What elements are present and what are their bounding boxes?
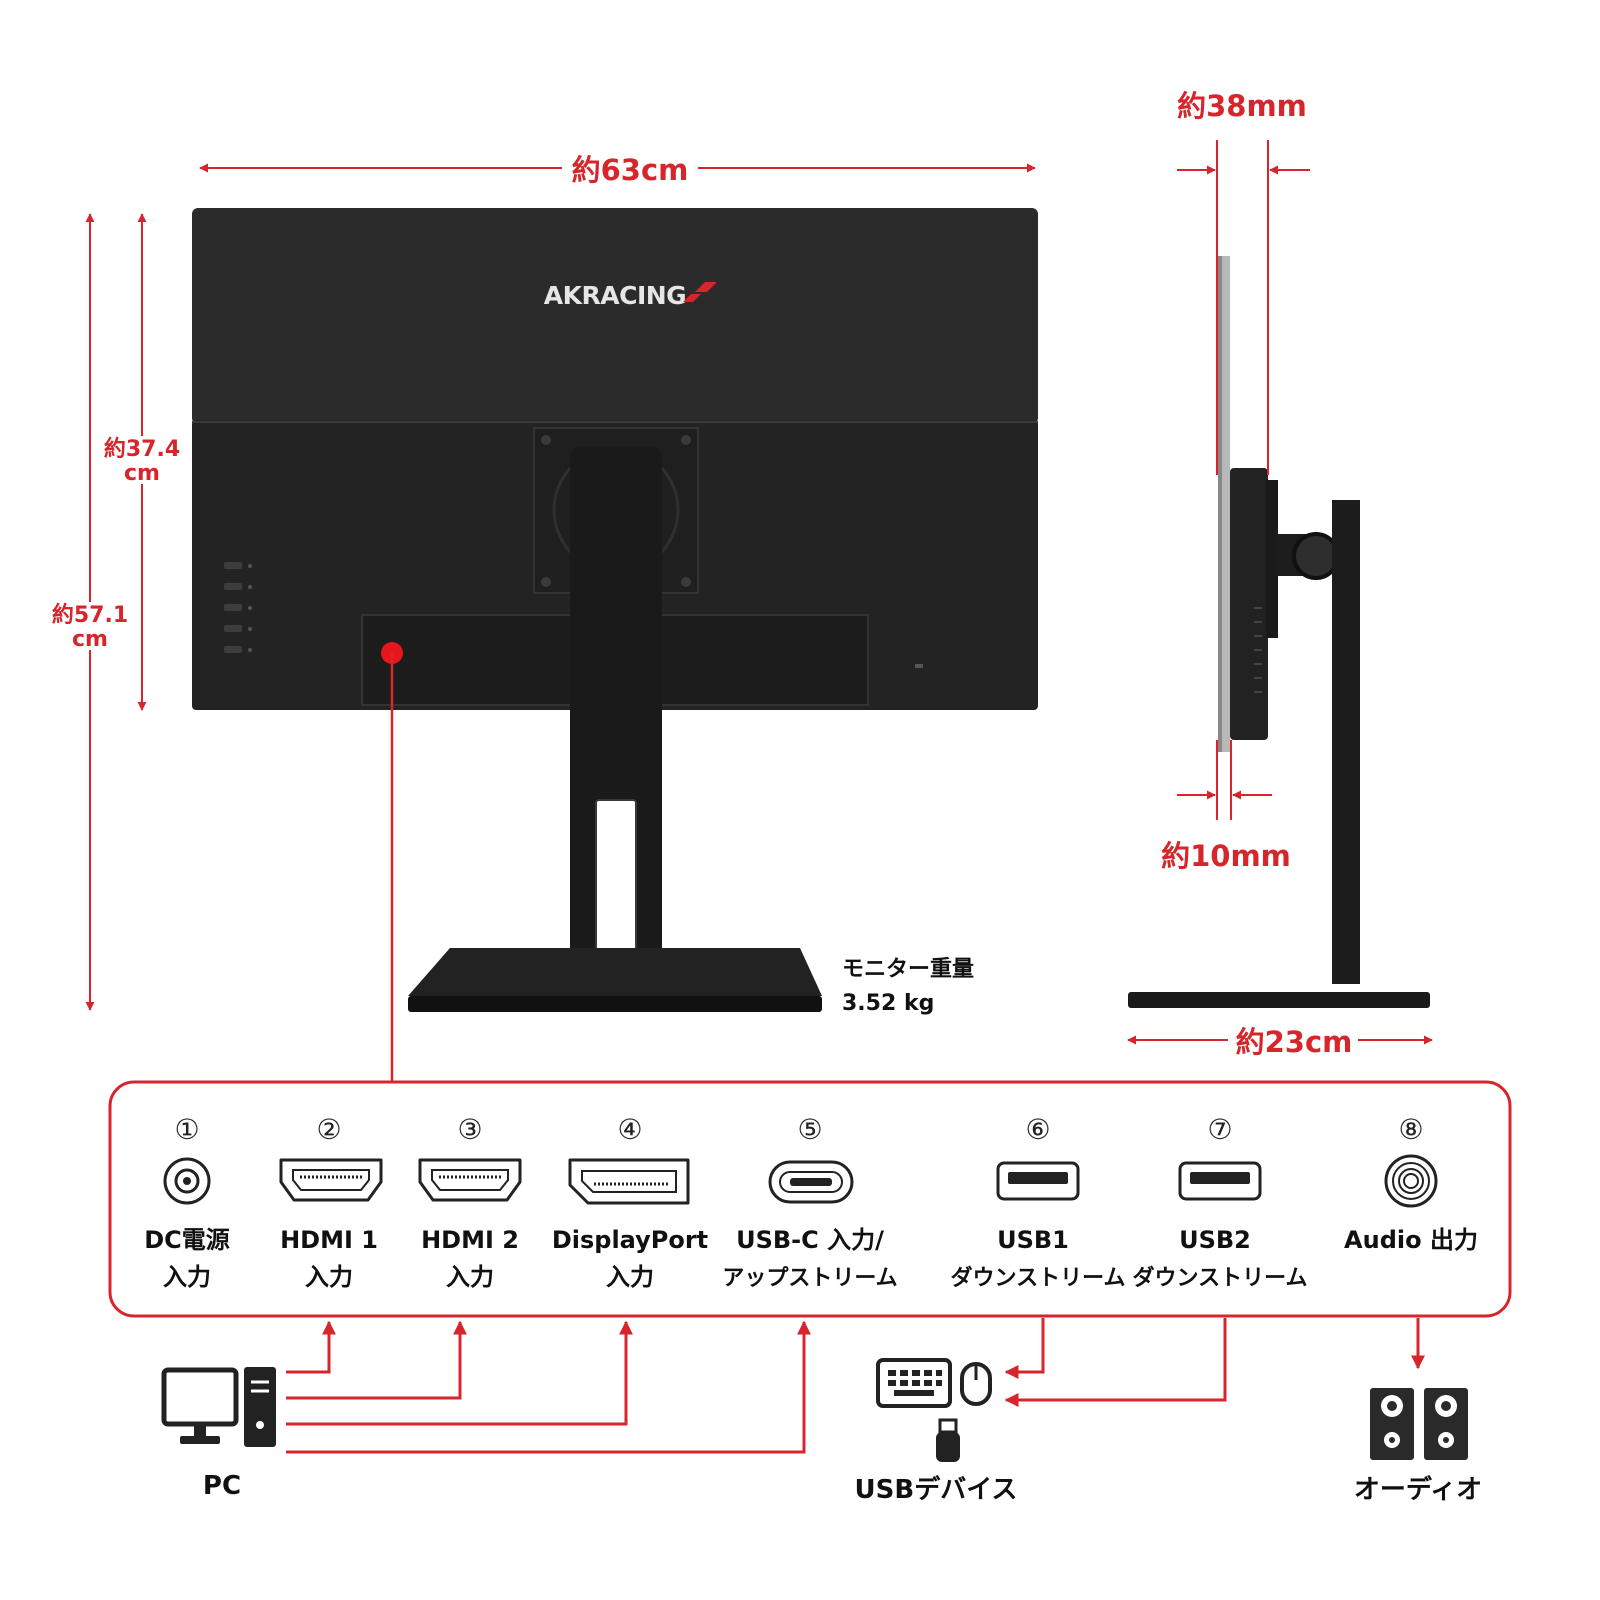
monitor-panel-top	[192, 208, 1038, 424]
port-number: ③	[457, 1113, 482, 1146]
port-audio-out: ⑧ Audio 出力	[1344, 1113, 1478, 1254]
port-sublabel: 入力	[446, 1263, 494, 1291]
port-number: ⑧	[1398, 1113, 1423, 1146]
port-displayport: ④ DisplayPort 入力	[552, 1113, 708, 1291]
port-label: USB-C 入力/	[736, 1226, 884, 1254]
osd-buttons	[224, 562, 252, 653]
depth-dimension: 約38mm	[1177, 89, 1307, 123]
port-sublabel: ダウンストリーム	[1133, 1265, 1308, 1291]
port-hdmi-2: ③ HDMI 2 入力	[418, 1113, 522, 1291]
monitor-rear-view: AKRACING	[192, 208, 1038, 1082]
port-sublabel: ダウンストリーム	[951, 1265, 1126, 1291]
port-label: HDMI 2	[421, 1226, 519, 1254]
total-height-dimension: 約57.1	[52, 602, 128, 628]
usb-device-label: USBデバイス	[855, 1474, 1018, 1505]
port-label: DisplayPort	[552, 1226, 708, 1254]
pc-label: PC	[203, 1471, 241, 1501]
port-number: ⑥	[1025, 1113, 1050, 1146]
width-dimension: 約63cm	[572, 153, 689, 187]
audio-device-label: オーディオ	[1354, 1474, 1482, 1505]
side-stand-column	[1332, 500, 1360, 984]
port-label: DC電源	[144, 1226, 230, 1254]
cable-hole	[595, 799, 637, 963]
panel-height-unit: cm	[124, 461, 160, 486]
port-number: ④	[617, 1113, 642, 1146]
side-stand-base	[1128, 992, 1430, 1008]
port-label: USB2	[1179, 1226, 1251, 1254]
side-dimension-lines	[1127, 140, 1433, 1045]
port-sublabel: 入力	[163, 1263, 211, 1291]
port-usb-1: ⑥ USB1 ダウンストリーム	[951, 1113, 1126, 1291]
stand-column	[570, 446, 662, 974]
brand-logo: AKRACING	[544, 281, 686, 310]
audio-jack-icon	[1384, 1154, 1438, 1208]
port-sublabel: 入力	[305, 1263, 353, 1291]
port-sublabel: 入力	[606, 1263, 654, 1291]
monitor-side-view	[1128, 256, 1430, 1008]
port-number: ②	[316, 1113, 341, 1146]
side-rear-housing	[1230, 468, 1268, 740]
port-label: Audio 出力	[1344, 1226, 1478, 1254]
stand-base	[408, 948, 822, 996]
usb-a-port-icon	[996, 1161, 1080, 1201]
usb-a-port-icon	[1178, 1161, 1262, 1201]
dc-power-jack-icon	[163, 1157, 211, 1205]
hdmi-port-icon	[418, 1158, 522, 1202]
panel-height-dimension: 約37.4	[104, 436, 180, 462]
port-hdmi-1: ② HDMI 1 入力	[279, 1113, 383, 1291]
port-usb-c: ⑤ USB-C 入力/ アップストリーム	[722, 1113, 897, 1291]
dimension-lines	[85, 163, 1036, 1011]
port-dc-power: ① DC電源 入力	[144, 1113, 230, 1291]
port-number: ⑤	[797, 1113, 822, 1146]
port-sublabel: アップストリーム	[722, 1266, 897, 1291]
base-depth-dimension: 約23cm	[1236, 1025, 1353, 1059]
hdmi-port-icon	[279, 1158, 383, 1202]
connection-lines	[286, 1318, 1425, 1454]
keyboard-mouse-icon	[876, 1358, 992, 1462]
port-usb-2: ⑦ USB2 ダウンストリーム	[1133, 1113, 1308, 1291]
total-height-unit: cm	[72, 627, 108, 652]
side-hinge	[1292, 532, 1340, 580]
weight-label: モニター重量	[842, 957, 974, 982]
pc-icon	[161, 1367, 276, 1447]
speaker-icon	[1370, 1388, 1468, 1460]
port-label: USB1	[997, 1226, 1069, 1254]
displayport-icon	[568, 1158, 690, 1205]
weight-value: 3.52 kg	[842, 991, 934, 1016]
port-number: ①	[174, 1113, 199, 1146]
usb-c-port-icon	[768, 1160, 854, 1204]
port-number: ⑦	[1207, 1113, 1232, 1146]
port-label: HDMI 1	[280, 1226, 378, 1254]
bezel-dimension: 約10mm	[1161, 839, 1291, 873]
